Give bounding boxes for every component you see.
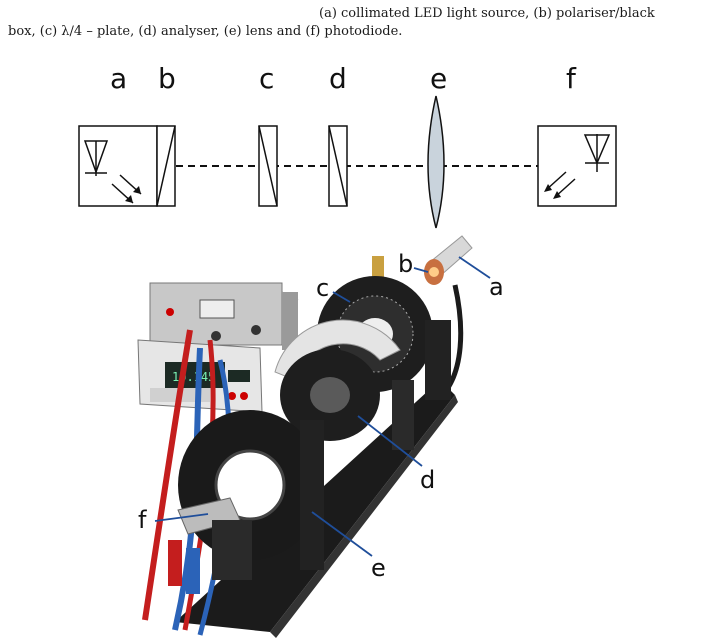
photo-label-c: c bbox=[316, 274, 329, 302]
caption-line-1: (a) collimated LED light source, (b) pol… bbox=[319, 6, 655, 21]
led-source-symbol bbox=[78, 125, 158, 207]
caption-line-2: box, (c) λ/4 – plate, (d) analyser, (e) … bbox=[8, 24, 403, 39]
schematic-label-a: a bbox=[110, 62, 128, 95]
power-supply bbox=[149, 282, 299, 350]
leader-lines bbox=[154, 256, 491, 557]
photo-label-d: d bbox=[420, 466, 435, 494]
polariser-symbol bbox=[156, 125, 176, 207]
svg-text:10.145: 10.145 bbox=[172, 370, 215, 384]
analyser-symbol bbox=[328, 125, 348, 207]
schematic-label-b: b bbox=[158, 62, 176, 95]
lens-symbol bbox=[427, 95, 445, 229]
photo-label-b: b bbox=[398, 250, 413, 278]
schematic-label-d: d bbox=[329, 62, 347, 95]
photo-label-a: a bbox=[489, 273, 504, 301]
schematic-label-c: c bbox=[259, 62, 275, 95]
photodiode-symbol bbox=[537, 125, 617, 207]
photo-label-f: f bbox=[138, 506, 147, 534]
photo-label-e: e bbox=[371, 554, 386, 582]
schematic-label-f: f bbox=[566, 62, 576, 95]
setup-photograph: 10.145 bbox=[137, 235, 504, 638]
quarter-wave-plate-symbol bbox=[258, 125, 278, 207]
analyser-photo bbox=[274, 319, 414, 450]
photodiode-photo bbox=[168, 497, 252, 594]
schematic-label-e: e bbox=[430, 62, 448, 95]
